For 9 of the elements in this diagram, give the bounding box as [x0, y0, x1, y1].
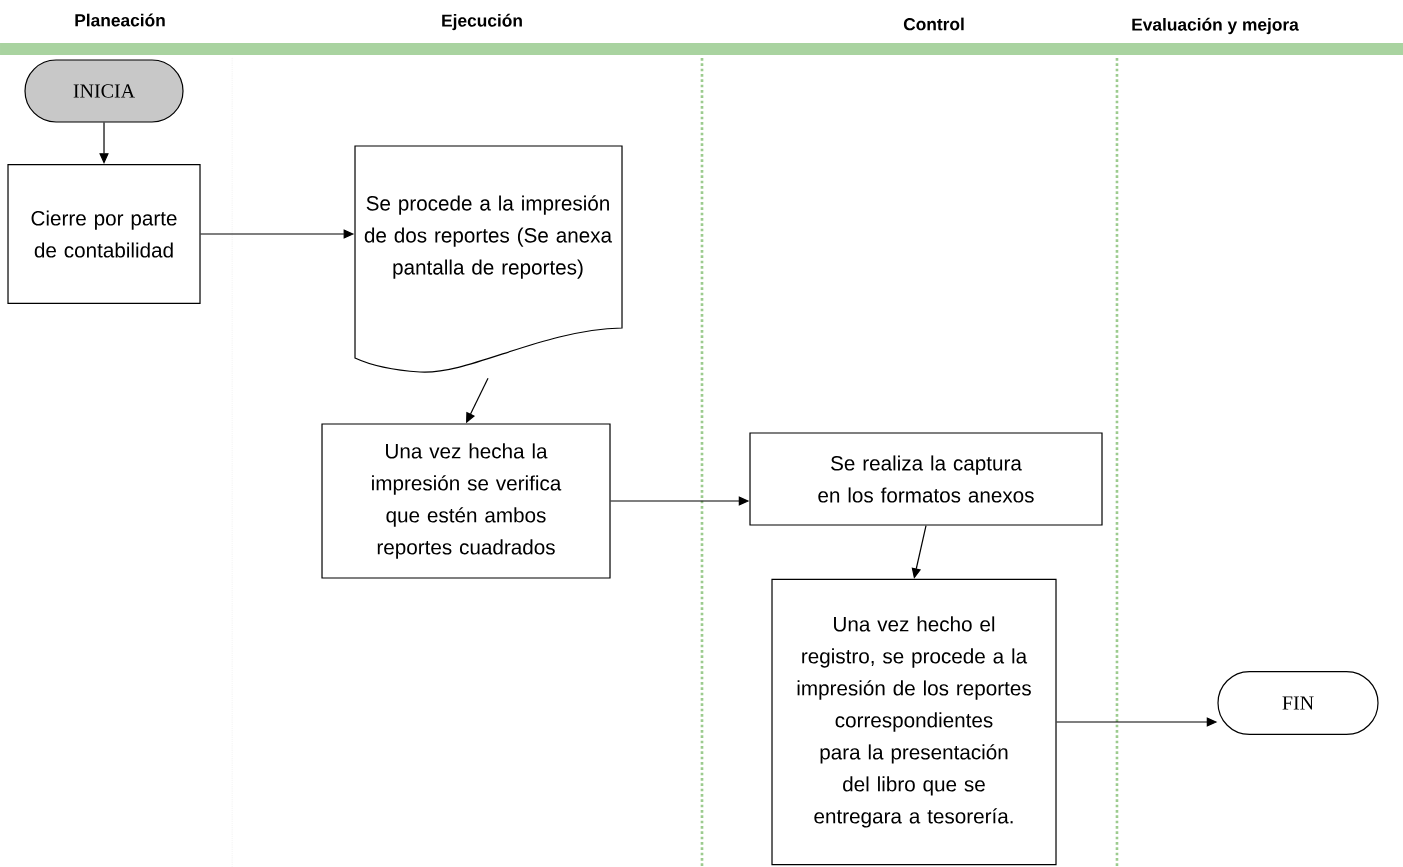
- lane-heading: Control: [903, 17, 964, 31]
- process-box: Cierre por parte de contabilidad: [7, 163, 201, 305]
- process-box: Una vez hecha la impresión se verifica que estén ambos reportes cuadrados: [321, 423, 611, 579]
- lane-heading: Planeación: [75, 13, 165, 27]
- process-box: Una vez hecho el registro, se procede a la impresión de los reportes correspondientes para la presentación del libro que se entregara a tesorería.: [771, 578, 1057, 866]
- arrow: [99, 122, 109, 164]
- lane-heading: Ejecución: [442, 13, 522, 31]
- process-box: Se realiza la captura en los formatos anexos: [749, 432, 1103, 526]
- lane-heading: Evaluación y mejora: [1132, 17, 1299, 35]
